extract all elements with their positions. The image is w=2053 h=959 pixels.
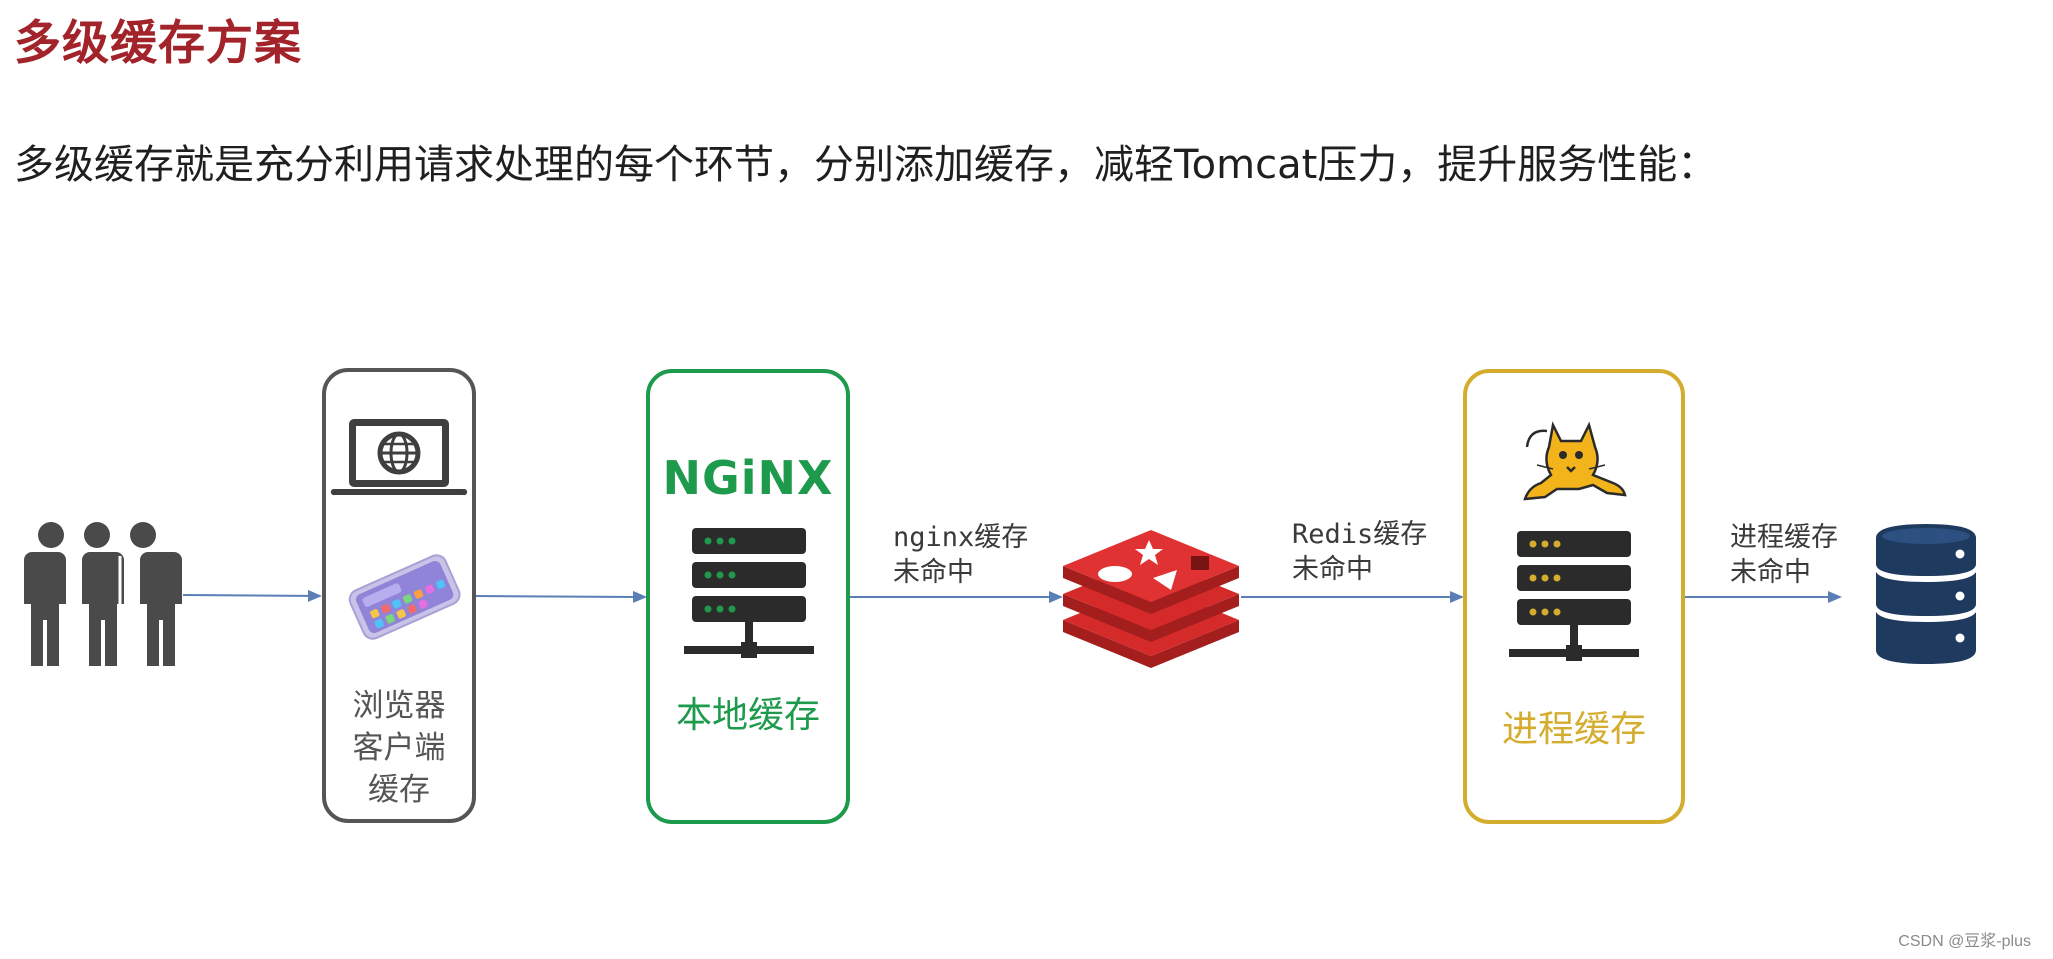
edge-label-line: 未命中 bbox=[1730, 557, 1811, 588]
laptop-globe-icon bbox=[330, 419, 468, 496]
browser-cache-box: 浏览器 客户端 缓存 bbox=[322, 368, 476, 823]
edge-label-line: nginx缓存 bbox=[893, 522, 1029, 553]
users-icon bbox=[20, 522, 182, 666]
intro-text: 多级缓存就是充分利用请求处理的每个环节，分别添加缓存，减轻Tomcat压力，提升… bbox=[14, 142, 1718, 188]
arrow-browser-to-nginx bbox=[475, 590, 647, 603]
smartphone-icon bbox=[348, 554, 461, 640]
nginx-cache-box: NGiNX 本地缓存 bbox=[646, 369, 850, 824]
server-icon bbox=[1509, 531, 1639, 661]
browser-label-line: 客户端 bbox=[352, 730, 446, 766]
nginx-logo: NGiNX bbox=[662, 451, 834, 505]
edge-label-redis-miss: Redis缓存 未命中 bbox=[1292, 517, 1427, 587]
edge-label-line: Redis缓存 bbox=[1292, 519, 1428, 550]
nginx-cache-label: 本地缓存 bbox=[675, 695, 820, 736]
browser-label-line: 缓存 bbox=[368, 772, 430, 808]
process-cache-label: 进程缓存 bbox=[1501, 709, 1646, 750]
process-cache-box: 进程缓存 bbox=[1463, 369, 1685, 824]
edge-label-line: 进程缓存 bbox=[1730, 522, 1838, 553]
watermark: CSDN @豆浆-plus bbox=[1898, 933, 2031, 950]
edge-label-process-miss: 进程缓存 未命中 bbox=[1730, 520, 1838, 590]
page-title: 多级缓存方案 bbox=[14, 16, 302, 71]
edge-label-nginx-miss: nginx缓存 未命中 bbox=[893, 520, 1028, 590]
browser-cache-label: 浏览器 客户端 缓存 bbox=[326, 685, 472, 811]
tomcat-icon bbox=[1523, 421, 1627, 501]
server-icon bbox=[684, 528, 814, 658]
redis-icon bbox=[1063, 530, 1239, 668]
arrow-users-to-browser bbox=[182, 589, 322, 602]
edge-label-line: 未命中 bbox=[1292, 554, 1373, 585]
browser-label-line: 浏览器 bbox=[352, 688, 446, 724]
database-icon bbox=[1876, 524, 1976, 664]
edge-label-line: 未命中 bbox=[893, 557, 974, 588]
